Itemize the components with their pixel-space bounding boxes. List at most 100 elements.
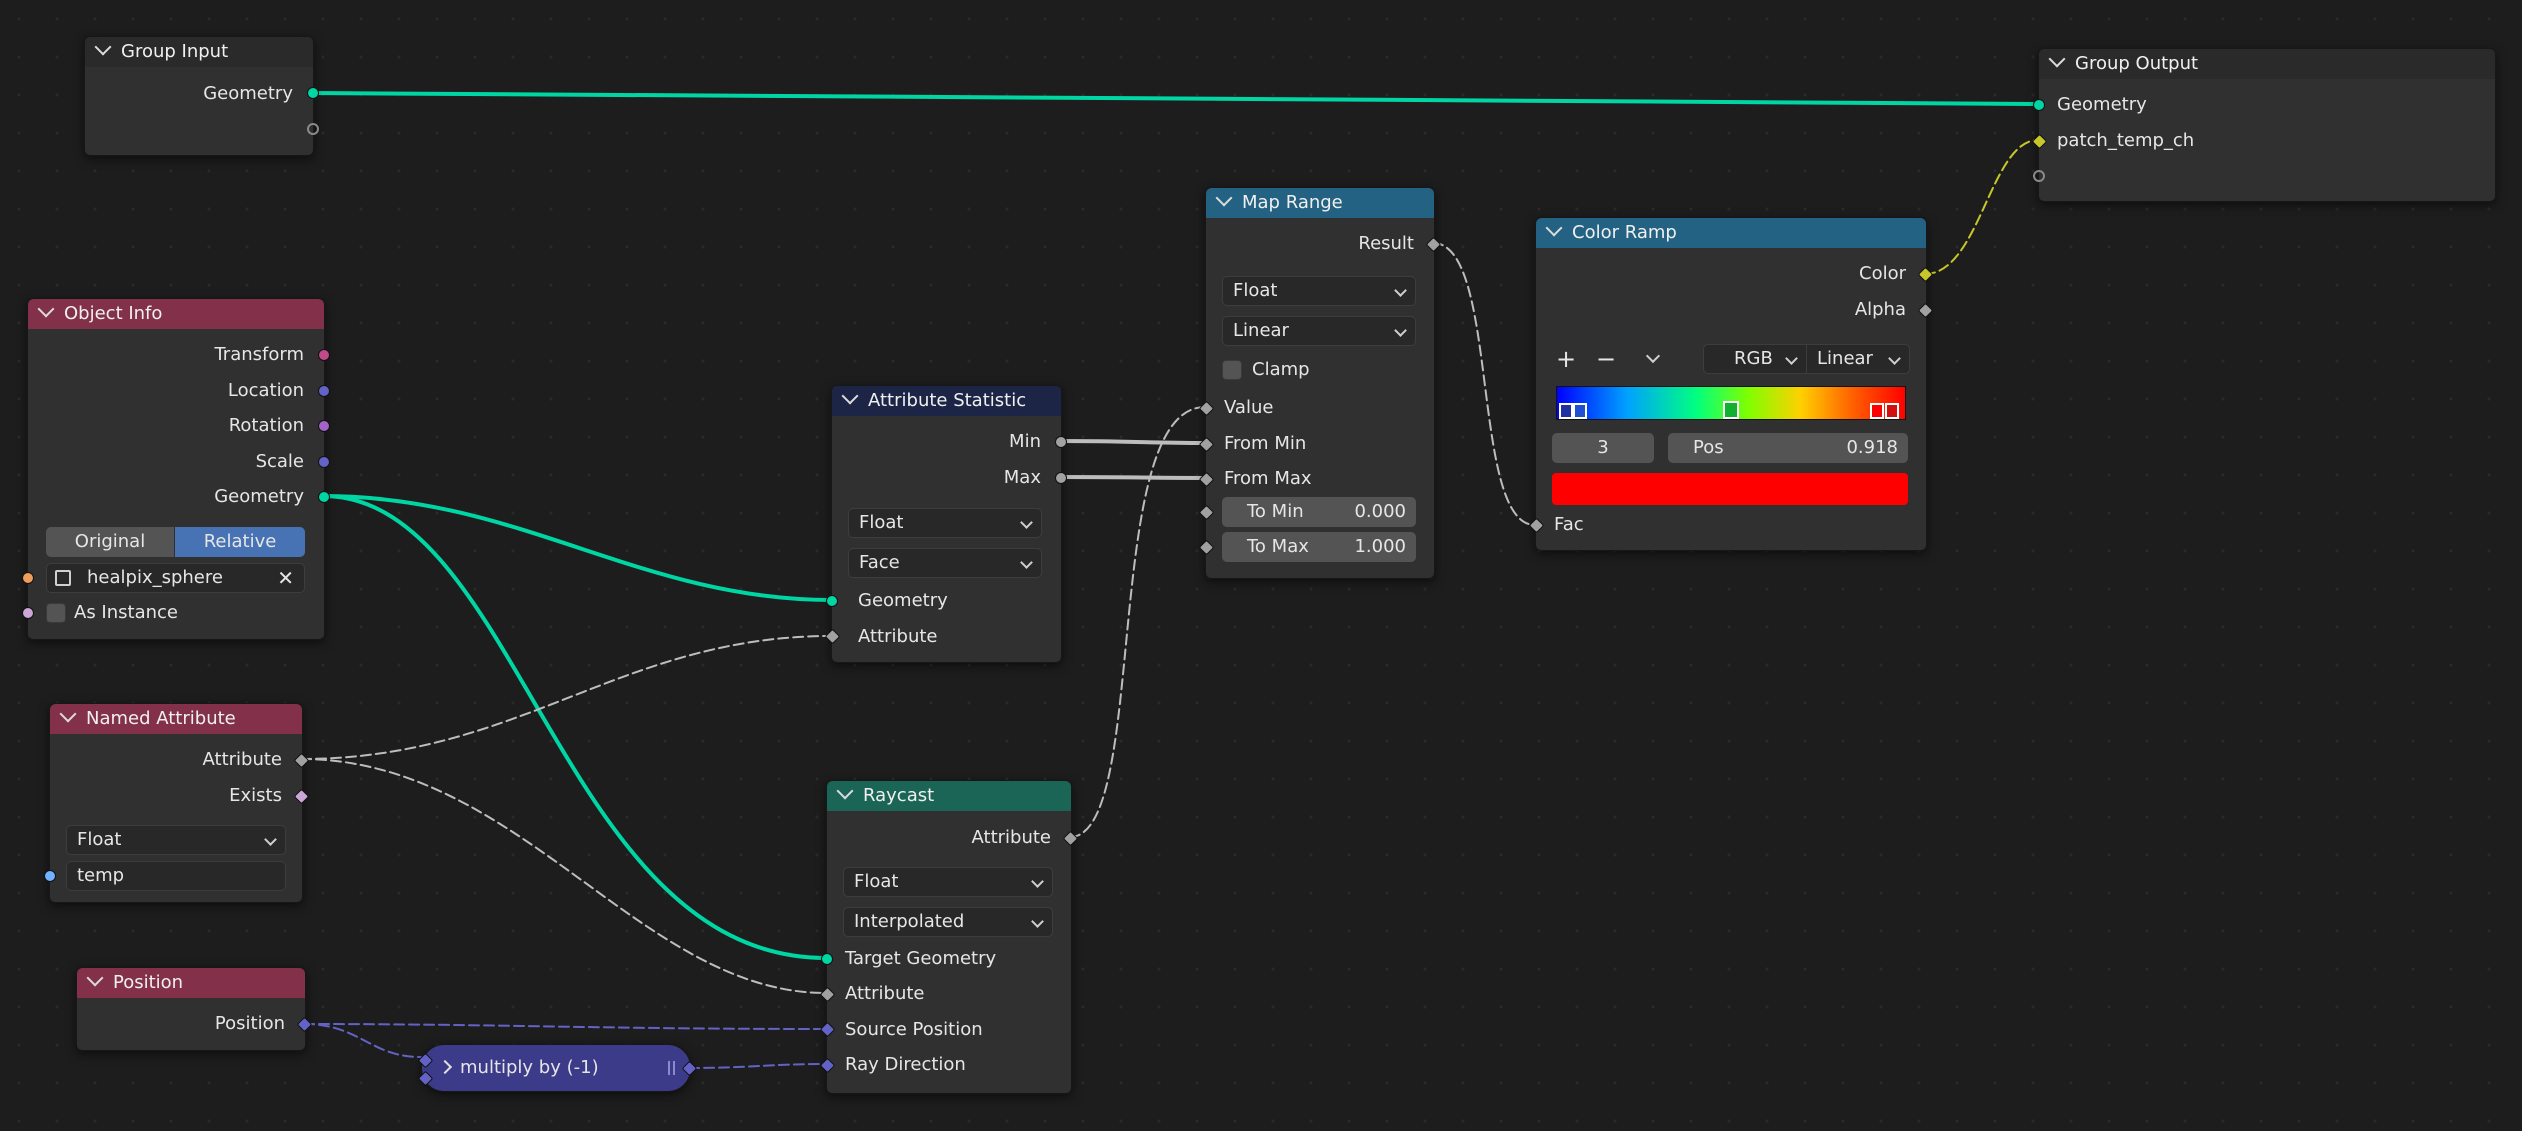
domain-dropdown[interactable]: Face — [848, 548, 1042, 578]
data-type-dropdown[interactable]: Float — [1222, 276, 1416, 306]
rotation-output-socket[interactable] — [318, 420, 330, 432]
transform-output-socket[interactable] — [318, 349, 330, 361]
min-output-socket[interactable] — [1055, 436, 1067, 448]
node-title: Raycast — [863, 785, 935, 806]
object-input-socket[interactable] — [22, 572, 34, 584]
empty-output-socket[interactable] — [307, 123, 319, 135]
socket-row-attribute-out: Attribute — [827, 823, 1071, 853]
empty-input-socket[interactable] — [2033, 170, 2045, 182]
named-attribute-header[interactable]: Named Attribute — [50, 704, 302, 734]
collapse-chevron-icon[interactable] — [1545, 219, 1563, 237]
map-range-header[interactable]: Map Range — [1206, 188, 1434, 218]
color-stop-handle[interactable] — [1885, 403, 1899, 419]
attribute-statistic-header[interactable]: Attribute Statistic — [832, 386, 1061, 416]
group-input-header[interactable]: Group Input — [85, 37, 313, 67]
name-field[interactable]: temp — [66, 861, 286, 891]
color-mode-dropdown[interactable]: RGB — [1703, 344, 1807, 374]
location-output-socket[interactable] — [318, 385, 330, 397]
stop-color-swatch[interactable] — [1552, 473, 1908, 505]
to-min-input-socket[interactable] — [1198, 504, 1215, 521]
raycast-header[interactable]: Raycast — [827, 781, 1071, 811]
collapse-chevron-icon[interactable] — [86, 969, 104, 987]
as-instance-checkbox[interactable] — [46, 603, 66, 623]
chevron-down-icon[interactable] — [1645, 348, 1661, 364]
clear-x-icon[interactable]: ✕ — [277, 566, 294, 590]
geometry-input-socket[interactable] — [826, 595, 838, 607]
chevron-down-icon — [1020, 556, 1033, 569]
collapse-chevron-icon[interactable] — [1215, 189, 1233, 207]
named-attribute-node[interactable]: Named Attribute Attribute Exists Float t… — [44, 703, 310, 903]
link-color-to-patch — [1924, 139, 2039, 275]
socket-row-geometry: Geometry — [28, 482, 324, 512]
geometry-output-socket[interactable] — [318, 491, 330, 503]
socket-label: Color — [1859, 263, 1906, 284]
collapse-chevron-icon[interactable] — [59, 705, 77, 723]
object-selector[interactable]: healpix_sphere ✕ — [46, 563, 305, 593]
field-value: 3 — [1597, 437, 1609, 458]
attribute-statistic-node[interactable]: Attribute Statistic Min Max Float Face G… — [824, 385, 1067, 663]
object-info-header[interactable]: Object Info — [28, 299, 324, 329]
position-header[interactable]: Position — [77, 968, 305, 998]
data-type-dropdown[interactable]: Float — [843, 867, 1053, 897]
dropdown-value: Face — [859, 552, 900, 573]
max-output-socket[interactable] — [1055, 472, 1067, 484]
socket-label: patch_temp_ch — [2057, 130, 2195, 151]
map-range-node[interactable]: Map Range Result Float Linear Clamp Valu… — [1198, 187, 1442, 579]
active-stop-index-field[interactable]: 3 — [1552, 433, 1654, 463]
grip-icon — [668, 1061, 670, 1075]
color-ramp-node[interactable]: Color Ramp Color Alpha + − RGB Linear 3 … — [1528, 217, 1934, 551]
collapse-chevron-icon[interactable] — [841, 387, 859, 405]
interpolation-dropdown[interactable]: Linear — [1806, 344, 1910, 374]
socket-row-attribute: Attribute — [50, 745, 302, 775]
group-input-node[interactable]: Group Input Geometry — [84, 36, 319, 156]
mapping-dropdown[interactable]: Interpolated — [843, 907, 1053, 937]
socket-row-attribute: Attribute — [832, 622, 1061, 652]
remove-stop-button[interactable]: − — [1596, 345, 1617, 373]
color-stop-handle-active[interactable] — [1870, 403, 1884, 419]
clamp-checkbox[interactable] — [1222, 360, 1242, 380]
to-max-field[interactable]: To Max 1.000 — [1222, 532, 1416, 562]
stop-position-field[interactable]: Pos 0.918 — [1668, 433, 1908, 463]
name-input-socket[interactable] — [44, 870, 56, 882]
color-stop-handle[interactable] — [1723, 401, 1739, 419]
group-output-node[interactable]: Group Output Geometry patch_temp_ch — [2031, 48, 2496, 202]
add-stop-button[interactable]: + — [1556, 345, 1577, 373]
data-type-dropdown[interactable]: Float — [848, 508, 1042, 538]
color-ramp-header[interactable]: Color Ramp — [1536, 218, 1926, 248]
collapse-chevron-icon[interactable] — [2048, 50, 2066, 68]
geometry-output-socket[interactable] — [307, 87, 319, 99]
position-node[interactable]: Position Position — [76, 967, 313, 1051]
node-title: Position — [113, 972, 184, 993]
geometry-input-socket[interactable] — [2033, 99, 2045, 111]
to-min-field[interactable]: To Min 0.000 — [1222, 497, 1416, 527]
node-title: Attribute Statistic — [868, 390, 1027, 411]
dropdown-value: Float — [1233, 280, 1278, 301]
color-stop-handle[interactable] — [1573, 403, 1587, 419]
socket-label: Attribute — [845, 983, 925, 1004]
original-toggle[interactable]: Original — [46, 527, 174, 557]
expand-chevron-icon[interactable] — [437, 1059, 453, 1075]
relative-toggle[interactable]: Relative — [175, 527, 305, 557]
collapse-chevron-icon[interactable] — [37, 300, 55, 318]
target-geometry-input-socket[interactable] — [821, 953, 833, 965]
collapse-chevron-icon[interactable] — [94, 38, 112, 56]
as-instance-input-socket[interactable] — [22, 607, 34, 619]
object-info-node[interactable]: Object Info Transform Location Rotation … — [22, 298, 330, 640]
multiply-node-collapsed[interactable]: multiply by (-1) — [417, 1044, 698, 1092]
scale-output-socket[interactable] — [318, 456, 330, 468]
chevron-down-icon — [1031, 915, 1044, 928]
vector-input-socket-b[interactable] — [417, 1070, 434, 1087]
as-instance-row: As Instance — [28, 598, 324, 628]
interpolation-dropdown[interactable]: Linear — [1222, 316, 1416, 346]
color-stop-handle[interactable] — [1559, 403, 1573, 419]
socket-row-patch: patch_temp_ch — [2039, 126, 2495, 156]
raycast-node[interactable]: Raycast Attribute Float Interpolated Tar… — [819, 780, 1079, 1094]
data-type-dropdown[interactable]: Float — [66, 825, 286, 855]
color-ramp-gradient[interactable] — [1556, 386, 1906, 420]
vector-input-socket-a[interactable] — [417, 1052, 434, 1069]
collapse-chevron-icon[interactable] — [836, 782, 854, 800]
group-output-header[interactable]: Group Output — [2039, 49, 2495, 79]
to-max-input-socket[interactable] — [1198, 539, 1215, 556]
vector-output-socket[interactable] — [681, 1060, 698, 1077]
